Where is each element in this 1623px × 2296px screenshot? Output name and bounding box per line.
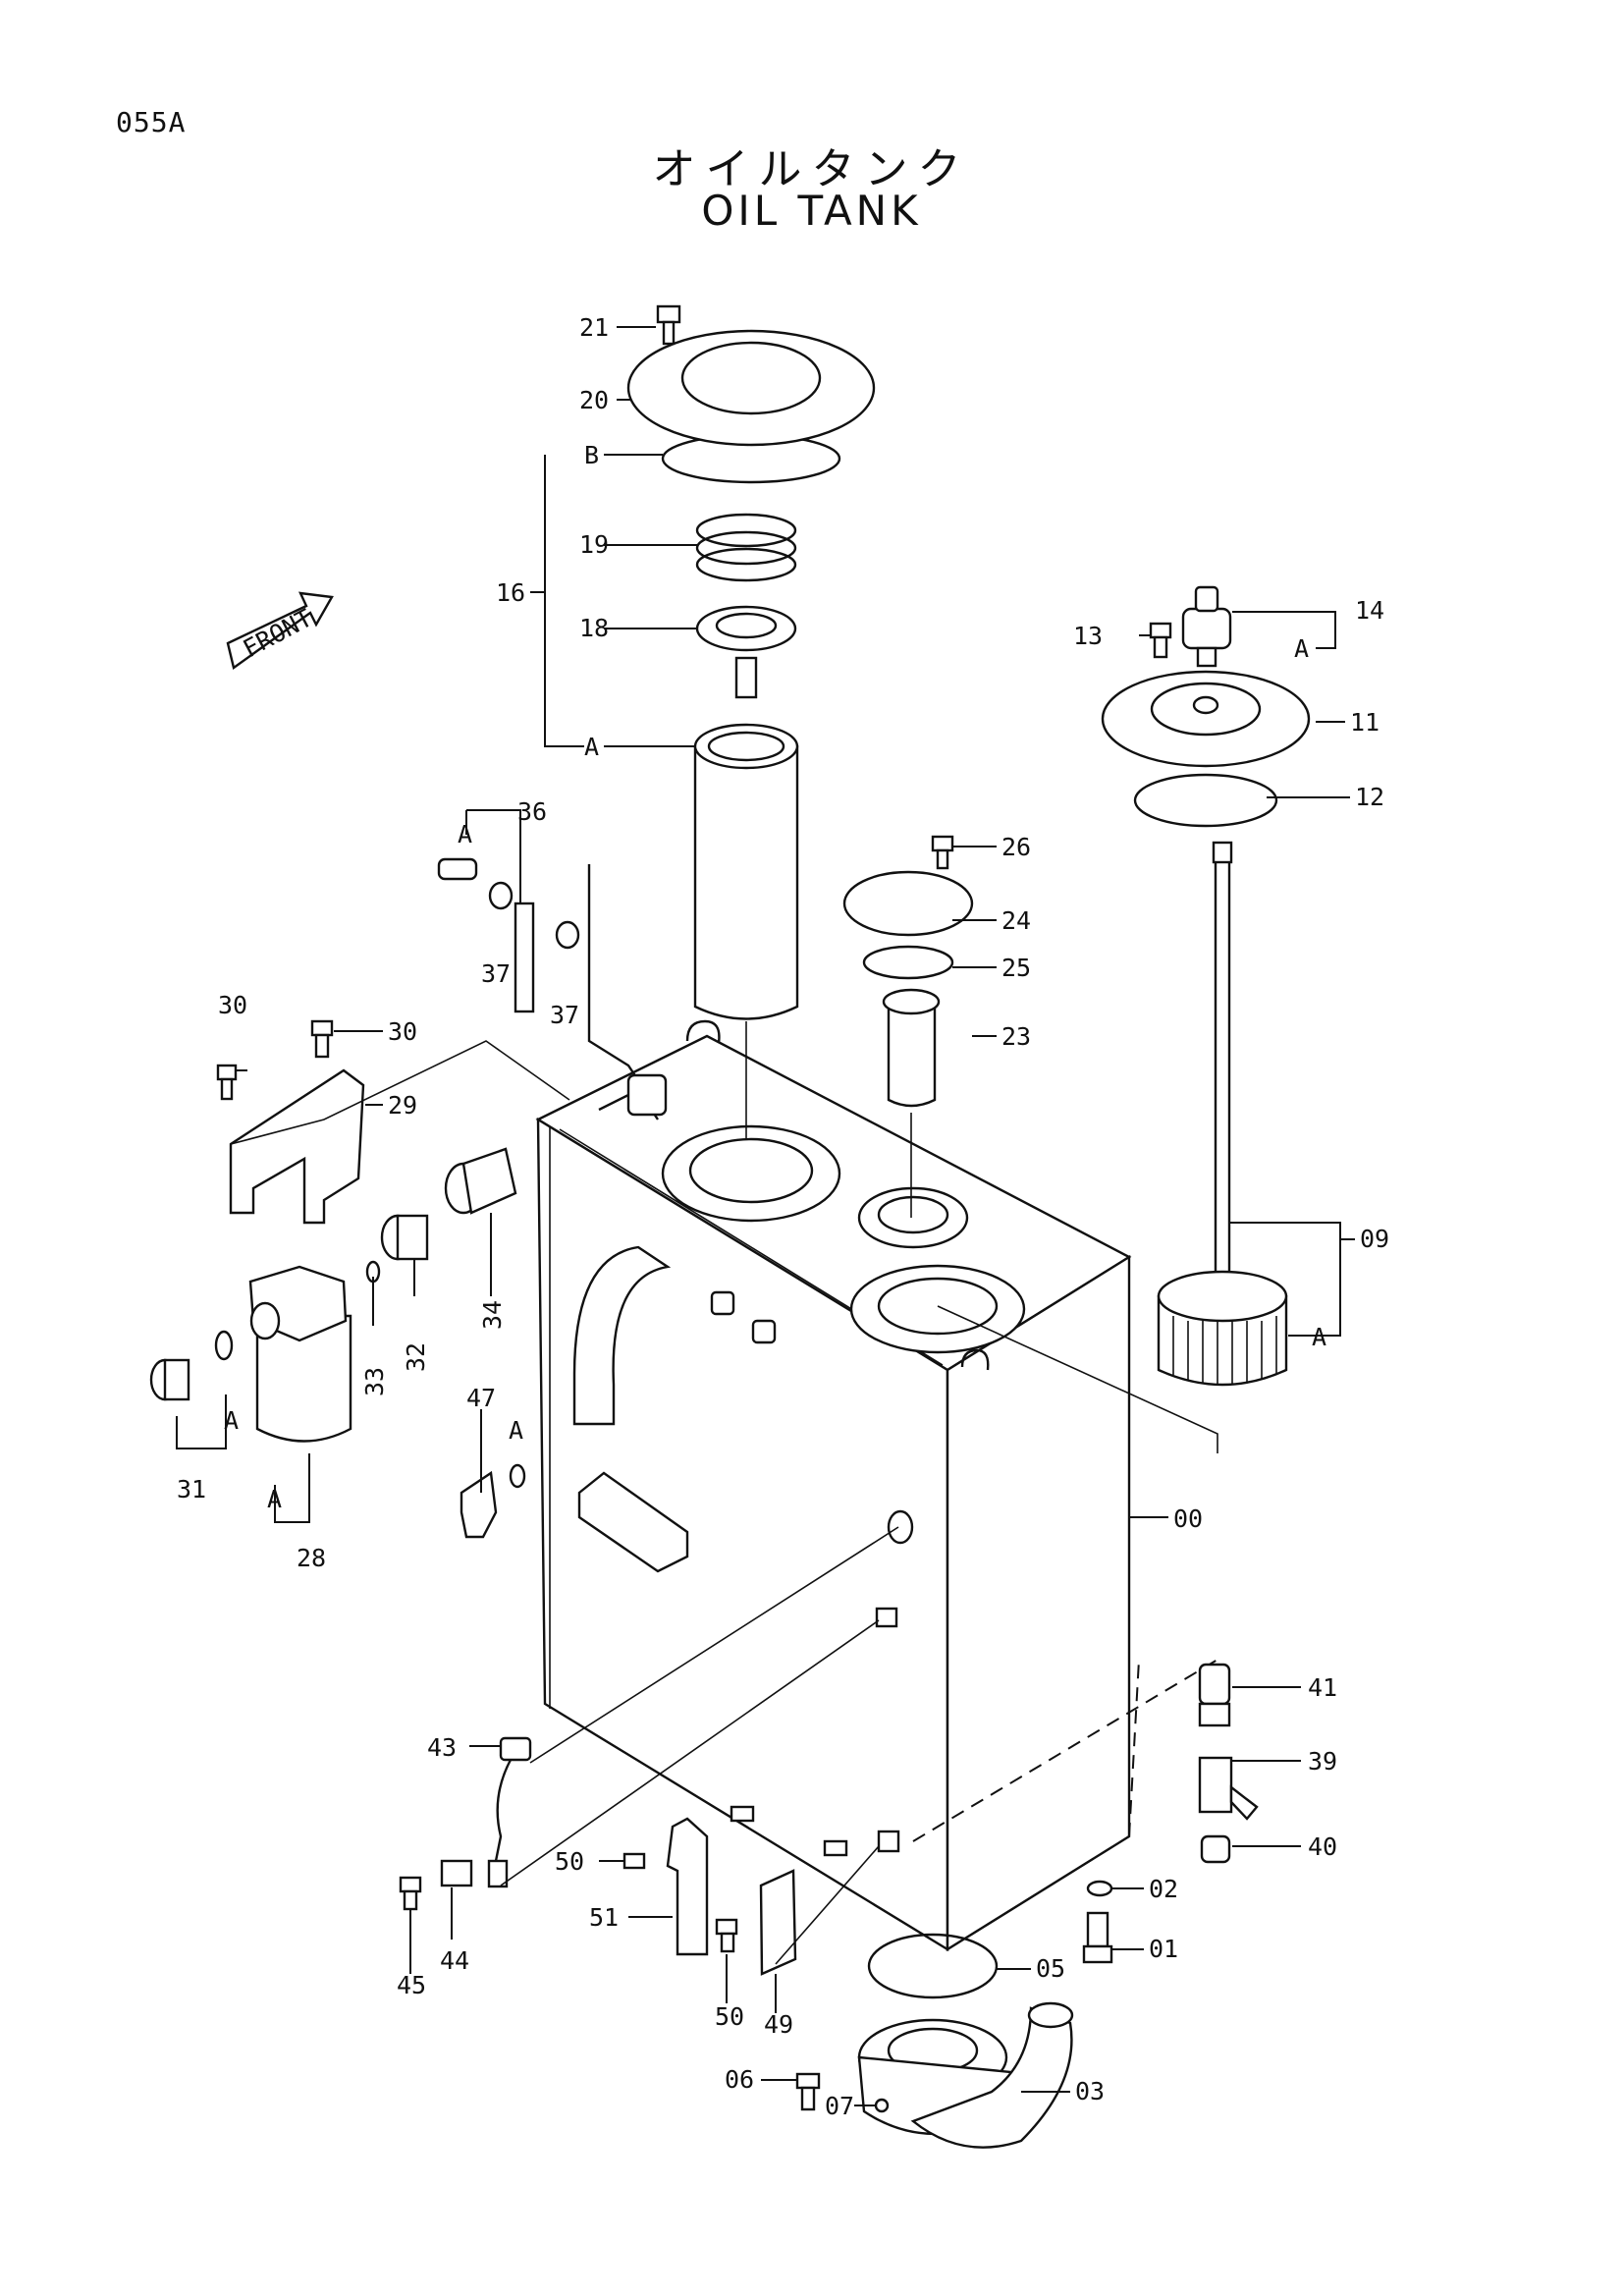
callout-30-left: 30	[218, 991, 247, 1019]
sub-label-14-a: A	[1294, 634, 1309, 663]
callout-44: 44	[440, 1946, 469, 1975]
callout-18: 18	[579, 614, 609, 642]
return-filter-element	[693, 723, 799, 1139]
callout-33: 33	[360, 1367, 389, 1396]
sub-label-09-a: A	[1312, 1323, 1326, 1351]
sub-label-47-a: A	[509, 1416, 523, 1445]
leader-lines	[176, 326, 1355, 2106]
callout-16: 16	[496, 578, 525, 607]
callout-45: 45	[397, 1971, 426, 1999]
lower-bracket-49	[759, 1869, 797, 1976]
callout-28: 28	[297, 1544, 326, 1572]
tank-washer	[1086, 1880, 1113, 1897]
callout-05: 05	[1036, 1954, 1065, 1983]
callout-24: 24	[1001, 906, 1031, 935]
callout-30-upper: 30	[388, 1017, 417, 1046]
callout-37-left: 37	[481, 959, 511, 988]
callout-41: 41	[1308, 1673, 1337, 1702]
callout-36: 36	[517, 797, 547, 826]
callout-21: 21	[579, 313, 609, 342]
lower-bracket-51	[666, 1817, 709, 1956]
title-japanese: オイルタンク	[652, 144, 971, 194]
callout-23: 23	[1001, 1022, 1031, 1051]
elbow-fitting	[460, 1463, 526, 1539]
strainer-cover	[842, 870, 974, 937]
hose-adapter	[365, 1214, 429, 1284]
elbow-bolt	[795, 2072, 821, 2111]
callout-12: 12	[1355, 783, 1384, 811]
drain-plug-assembly	[1198, 1663, 1259, 1864]
callout-13: 13	[1073, 622, 1103, 650]
page-code: 055A	[116, 106, 187, 138]
suction-elbow	[857, 1933, 1074, 2149]
callout-40: 40	[1308, 1832, 1337, 1861]
callout-31: 31	[177, 1475, 206, 1503]
callout-02: 02	[1149, 1875, 1178, 1903]
sub-label-16-a: A	[584, 733, 599, 761]
strainer-basket	[882, 988, 941, 1108]
filter-adapter	[149, 1330, 234, 1401]
breather-bolt	[1149, 622, 1172, 659]
callout-43: 43	[427, 1733, 457, 1762]
bracket-bolt-upper	[310, 1019, 334, 1059]
level-sensor	[399, 1736, 532, 1911]
oil-tank-body	[535, 1019, 1218, 1952]
callout-01: 01	[1149, 1935, 1178, 1963]
callout-14: 14	[1355, 596, 1384, 625]
callout-09: 09	[1360, 1225, 1389, 1253]
callout-25: 25	[1001, 954, 1031, 982]
hose-clamp-bracket	[437, 857, 580, 1013]
callout-06: 06	[725, 2065, 754, 2094]
sub-label-16-b: B	[584, 441, 599, 469]
suction-strainer	[1157, 841, 1288, 1387]
bracket-bolt-left	[216, 1064, 238, 1101]
bracket-bolts-50	[622, 1852, 738, 1953]
callout-26: 26	[1001, 833, 1031, 861]
callout-19: 19	[579, 530, 609, 559]
cover-bolt	[656, 304, 681, 346]
sub-label-28-a: A	[267, 1485, 282, 1513]
sub-label-31-a: A	[224, 1406, 239, 1435]
line-filter	[248, 1265, 352, 1443]
breather-gasket	[1133, 773, 1278, 828]
breather-flange	[1101, 670, 1311, 768]
callout-39: 39	[1308, 1747, 1337, 1776]
strainer-cover-bolt	[931, 835, 954, 870]
callout-07: 07	[825, 2092, 854, 2120]
callout-00: 00	[1173, 1504, 1203, 1533]
bypass-valve	[695, 605, 797, 699]
title-english: OIL TANK	[701, 187, 922, 235]
strainer-gasket	[862, 945, 954, 980]
air-breather	[1181, 585, 1232, 668]
sub-label-36-a: A	[458, 820, 472, 848]
filter-cover	[626, 329, 876, 447]
callout-49: 49	[764, 2010, 793, 2039]
hose-nipple	[444, 1147, 517, 1215]
callout-50-lower: 50	[715, 2002, 744, 2031]
front-arrow-label: FRONT	[239, 603, 317, 663]
callout-03: 03	[1075, 2077, 1105, 2105]
filter-bracket	[229, 1068, 365, 1225]
tank-bolt	[1082, 1911, 1113, 1964]
callout-47: 47	[466, 1384, 496, 1412]
front-arrow-icon: FRONT	[226, 591, 334, 671]
callout-50-upper: 50	[555, 1847, 584, 1876]
callout-20: 20	[579, 386, 609, 414]
elbow-washer	[874, 2098, 890, 2113]
breather-hose	[587, 864, 668, 1121]
spring	[695, 513, 797, 582]
callout-11: 11	[1350, 708, 1380, 737]
callout-29: 29	[388, 1091, 417, 1120]
callout-37-right: 37	[550, 1001, 579, 1029]
callout-51: 51	[589, 1903, 619, 1932]
callout-32: 32	[402, 1342, 430, 1372]
callout-34: 34	[478, 1300, 507, 1330]
